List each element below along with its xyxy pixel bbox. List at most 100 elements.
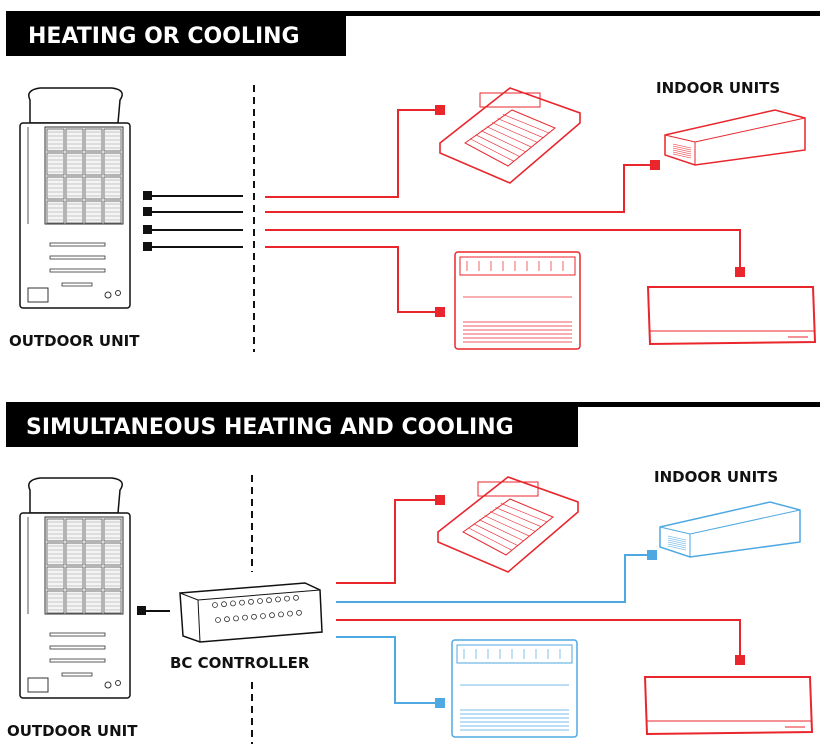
ducted-vent bbox=[672, 143, 692, 149]
pipe-end-connector bbox=[435, 105, 445, 115]
pipe-end-connector bbox=[735, 655, 745, 665]
cassette-grille bbox=[462, 498, 554, 556]
console-body bbox=[451, 639, 578, 738]
pipe-connector bbox=[143, 207, 152, 216]
grille-slat bbox=[502, 114, 550, 134]
ducted-vent bbox=[672, 145, 692, 151]
pipe-connector bbox=[143, 242, 152, 251]
cassette-housing bbox=[479, 92, 541, 108]
grille-cell bbox=[65, 518, 84, 542]
cassette-housing bbox=[477, 481, 539, 497]
ducted-vent bbox=[667, 541, 687, 547]
pipe-end-connector bbox=[435, 698, 445, 708]
grille-slat bbox=[475, 134, 520, 157]
grille-cell bbox=[84, 176, 103, 200]
grille-cell bbox=[46, 518, 65, 542]
outdoor-unit bbox=[19, 477, 131, 699]
port bbox=[221, 601, 227, 608]
port bbox=[296, 609, 302, 616]
grille-slat bbox=[486, 126, 532, 148]
wall-unit-body bbox=[643, 676, 814, 736]
pipe-end-connector bbox=[735, 267, 745, 277]
grille-slat bbox=[481, 130, 526, 153]
pipe-connector bbox=[143, 225, 152, 234]
ducted-vent bbox=[672, 149, 692, 155]
grille bbox=[44, 126, 124, 225]
console-top-grille bbox=[459, 256, 576, 276]
vent bbox=[61, 672, 93, 677]
pipe-end-connector bbox=[647, 550, 657, 560]
port bbox=[251, 613, 257, 620]
port bbox=[260, 613, 266, 619]
pipe-end-connector bbox=[435, 495, 445, 505]
ducted-body bbox=[664, 109, 806, 166]
pipe-line bbox=[265, 164, 652, 213]
grille-cell bbox=[46, 566, 65, 590]
grille-cell bbox=[84, 542, 103, 566]
port bbox=[230, 600, 236, 607]
port bbox=[266, 597, 272, 604]
grille-cell bbox=[65, 152, 84, 176]
ducted-vent bbox=[672, 147, 692, 153]
port bbox=[239, 599, 245, 606]
grille-cell bbox=[84, 518, 103, 542]
ducted-vent bbox=[672, 151, 692, 157]
fan-top bbox=[28, 477, 123, 514]
ducted-vent bbox=[667, 537, 687, 543]
vent bbox=[49, 632, 106, 637]
section-title: HEATING OR COOLING bbox=[28, 24, 300, 49]
cassette-body bbox=[437, 476, 579, 573]
ducted-edge bbox=[659, 509, 801, 557]
grille-cell bbox=[84, 566, 103, 590]
section-heating-or-cooling: HEATING OR COOLING OUTDOOR UNIT INDOOR U… bbox=[6, 11, 820, 352]
grille-cell bbox=[84, 152, 103, 176]
grille-cell bbox=[103, 200, 122, 224]
grille-slat bbox=[479, 519, 524, 542]
port bbox=[278, 611, 284, 618]
port bbox=[248, 598, 254, 605]
section-simultaneous: SIMULTANEOUS HEATING AND COOLING OUTDOOR… bbox=[6, 402, 820, 744]
section-rule bbox=[6, 11, 820, 16]
grille-cell bbox=[46, 152, 65, 176]
wall-unit-body bbox=[646, 286, 817, 346]
port bbox=[293, 594, 299, 601]
grille-cell bbox=[65, 176, 84, 200]
grille-cell bbox=[103, 542, 122, 566]
valve bbox=[104, 291, 112, 299]
vent bbox=[49, 242, 106, 247]
port bbox=[287, 610, 293, 617]
grille-slat bbox=[473, 523, 518, 546]
pipe-line bbox=[265, 109, 437, 198]
grille-cell bbox=[84, 128, 103, 152]
pipe-end-connector bbox=[435, 307, 445, 317]
grille-cell bbox=[103, 152, 122, 176]
grille-cell bbox=[65, 200, 84, 224]
pipe-line bbox=[336, 619, 741, 656]
pipe-connector bbox=[143, 191, 152, 200]
section-title: SIMULTANEOUS HEATING AND COOLING bbox=[26, 415, 514, 440]
grille-cell bbox=[65, 590, 84, 614]
bc-controller bbox=[179, 582, 323, 643]
port bbox=[275, 596, 281, 603]
ducted-vent bbox=[667, 539, 687, 545]
grille-cell bbox=[46, 590, 65, 614]
vent bbox=[49, 268, 106, 273]
grille-slat bbox=[484, 515, 530, 537]
pipe-line bbox=[265, 229, 741, 268]
grille bbox=[44, 516, 124, 615]
pipe-end-connector bbox=[650, 160, 660, 170]
grille-slat bbox=[495, 507, 542, 528]
bc-controller-label: BC CONTROLLER bbox=[170, 654, 310, 672]
ducted-vent bbox=[672, 153, 692, 159]
indoor-units-label: INDOOR UNITS bbox=[656, 79, 780, 97]
ducted-vent bbox=[667, 545, 687, 551]
cassette-body bbox=[439, 87, 581, 184]
grille-slat bbox=[497, 118, 544, 139]
pipe-line bbox=[336, 499, 436, 584]
refrigerant-pipes bbox=[137, 495, 745, 708]
port bbox=[212, 602, 218, 608]
outdoor-unit-label: OUTDOOR UNIT bbox=[9, 332, 140, 350]
title-box bbox=[6, 402, 578, 447]
port bbox=[284, 595, 290, 602]
service-panel bbox=[27, 677, 49, 693]
